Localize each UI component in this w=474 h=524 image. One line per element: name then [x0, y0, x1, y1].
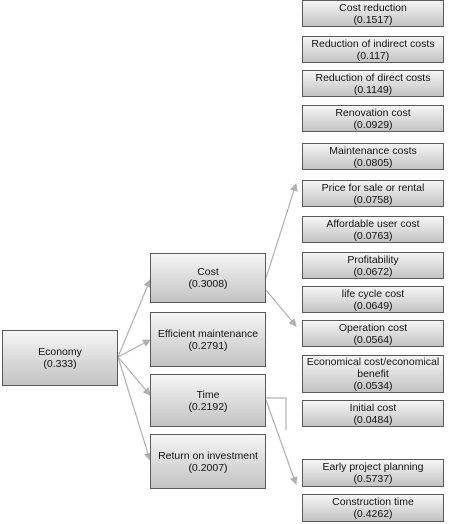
leaf-label: Operation cost: [338, 321, 408, 334]
leaf-cost-reduction: Cost reduction (0.1517): [302, 0, 444, 27]
leaf-label: Early project planning: [322, 461, 424, 473]
leaf-early-project-planning: Early project planning (0.5737): [302, 459, 444, 487]
node-return-label: Return on investment: [158, 449, 258, 462]
leaf-value: (0.0672): [353, 265, 393, 278]
edge-economy-return: [117, 356, 152, 461]
leaf-label: Reduction of indirect costs: [311, 37, 435, 50]
node-economy-label: Economy: [38, 346, 82, 358]
leaf-label: Profitability: [347, 253, 399, 266]
leaf-label: Reduction of direct costs: [315, 71, 431, 84]
node-efficient-maintenance: Efficient maintenance (0.2791): [150, 312, 266, 367]
leaf-label: Affordable user cost: [326, 217, 420, 230]
leaf-value: (0.5737): [353, 473, 393, 485]
leaf-value: (0.0758): [353, 193, 393, 206]
leaf-label: Maintenance costs: [329, 144, 417, 157]
node-economy: Economy (0.333): [2, 330, 118, 386]
leaf-value: (0.0763): [353, 229, 393, 242]
leaf-profitability: Profitability (0.0672): [302, 252, 444, 279]
edge-economy-cost: [117, 279, 152, 358]
node-cost-label: Cost: [197, 266, 219, 278]
leaf-value: (0.0484): [353, 413, 393, 426]
edge-economy-time: [117, 356, 151, 396]
edge-time-planning: [265, 399, 298, 485]
leaf-label: Price for sale or rental: [321, 181, 425, 194]
leaf-label: Economical cost/economical benefit: [306, 356, 440, 380]
leaf-value: (0.117): [356, 49, 390, 62]
node-return-on-investment: Return on investment (0.2007): [150, 434, 266, 489]
leaf-value: (0.0649): [353, 299, 393, 312]
leaf-label: life cycle cost: [341, 287, 405, 300]
leaf-label: Cost reduction: [339, 1, 407, 14]
leaf-price-sale-rental: Price for sale or rental (0.0758): [302, 180, 444, 207]
leaf-label: Construction time: [332, 496, 414, 508]
edge-economy-maintenance: [117, 339, 151, 358]
node-time: Time (0.2192): [150, 374, 266, 427]
leaf-value: (0.0534): [353, 380, 393, 392]
leaf-value: (0.0805): [353, 156, 393, 169]
edge-time-leaves: [266, 397, 287, 430]
node-return-value: (0.2007): [188, 461, 228, 474]
leaf-label: Renovation cost: [335, 106, 411, 119]
leaf-maintenance-costs: Maintenance costs (0.0805): [302, 143, 444, 170]
leaf-affordable-user-cost: Affordable user cost (0.0763): [302, 216, 444, 243]
node-time-value: (0.2192): [188, 400, 228, 413]
node-economy-value: (0.333): [43, 358, 77, 370]
leaf-construction-time: Construction time (0.4262): [302, 494, 444, 522]
node-efficient-maintenance-value: (0.2791): [188, 339, 228, 352]
leaf-value: (0.0929): [353, 118, 393, 131]
node-cost-value: (0.3008): [188, 278, 228, 290]
node-cost: Cost (0.3008): [150, 253, 266, 303]
leaf-value: (0.1149): [353, 83, 393, 96]
leaf-value: (0.4262): [353, 508, 393, 520]
leaf-value: (0.0564): [353, 333, 393, 346]
leaf-initial-cost: Initial cost (0.0484): [302, 400, 444, 427]
leaf-operation-cost: Operation cost (0.0564): [302, 320, 444, 347]
edge-cost-leaves-top: [265, 183, 298, 279]
leaf-value: (0.1517): [353, 13, 393, 26]
leaf-reduction-indirect-costs: Reduction of indirect costs (0.117): [302, 36, 444, 63]
leaf-label: Initial cost: [349, 401, 397, 414]
edge-cost-leaves-bottom: [265, 289, 297, 327]
node-time-label: Time: [196, 388, 220, 401]
leaf-renovation-cost: Renovation cost (0.0929): [302, 105, 444, 132]
leaf-economical-cost-benefit: Economical cost/economical benefit (0.05…: [302, 355, 444, 393]
leaf-life-cycle-cost: life cycle cost (0.0649): [302, 286, 444, 313]
leaf-reduction-direct-costs: Reduction of direct costs (0.1149): [302, 70, 444, 97]
node-efficient-maintenance-label: Efficient maintenance: [157, 327, 259, 340]
